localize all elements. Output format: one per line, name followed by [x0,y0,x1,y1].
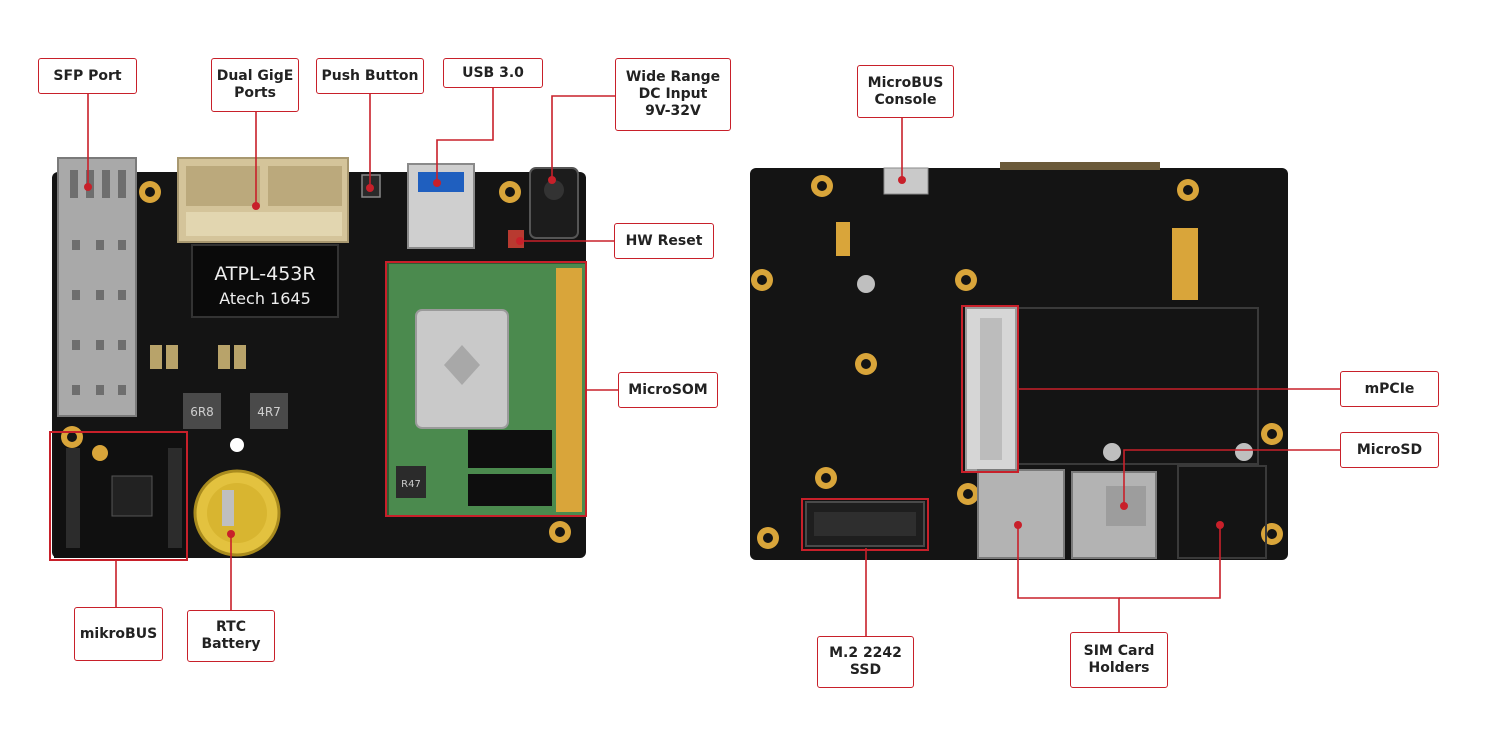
label-m2-ssd: M.2 2242 SSD [817,636,914,688]
label-sim-card-holders: SIM Card Holders [1070,632,1168,688]
label-mpcie: mPCIe [1340,371,1439,407]
inductor-4r7 [250,393,288,429]
label-microsom: MicroSOM [618,372,718,408]
highlight-boxes [49,261,1019,561]
inductor-6r8 [183,393,221,429]
inductor-r47-text: R47 [401,479,421,490]
label-wide-range-dc: Wide Range DC Input 9V-32V [615,58,731,131]
mpcie-highlight [961,305,1019,473]
label-microbus-console: MicroBUS Console [857,65,954,118]
inductor-4r7-text: 4R7 [257,405,281,419]
label-sfp-port: SFP Port [38,58,137,94]
microsom-highlight [385,261,587,517]
mikrobus-highlight [49,431,188,561]
leader-lines [87,88,1340,636]
label-mikrobus: mikroBUS [74,607,163,661]
dc-jack [529,167,579,239]
label-push-button: Push Button [316,58,424,94]
front-board: ATPL-453R Atech 1645 R47 6R8 [52,157,587,558]
chip-text-line2: Atech 1645 [219,289,311,308]
label-usb3: USB 3.0 [443,58,543,88]
label-rtc-battery: RTC Battery [187,610,275,662]
sfp-cage [57,157,137,417]
leader-dots [84,176,1224,538]
label-hw-reset: HW Reset [614,223,714,259]
label-microsd: MicroSD [1340,432,1439,468]
chip-text-line1: ATPL-453R [214,263,315,285]
micro-usb-console [883,167,929,195]
label-dual-gige-ports: Dual GigE Ports [211,58,299,112]
inductor-6r8-text: 6R8 [190,405,214,419]
sim-holder-1 [977,469,1065,559]
magnetics-chip [191,244,339,318]
m2-highlight [801,498,929,551]
